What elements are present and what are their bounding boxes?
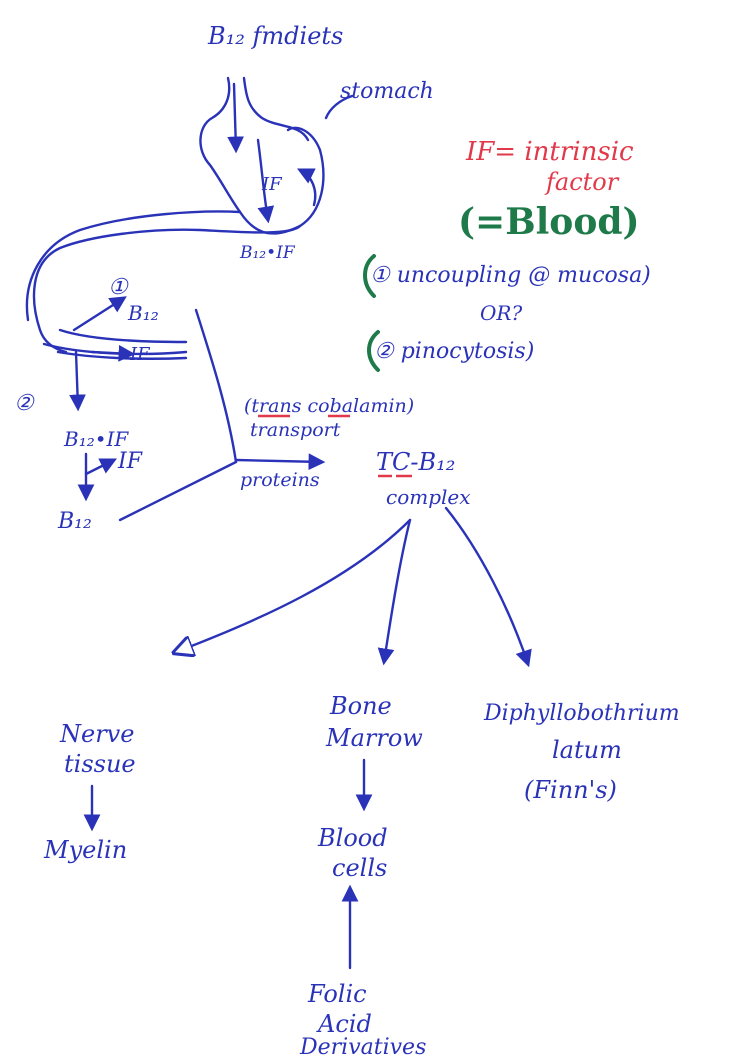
tissue-label: tissue: [64, 750, 136, 778]
if-label-low: IF: [117, 449, 143, 474]
b12-to-tc-line: [118, 460, 238, 522]
if-label-top: IF: [261, 174, 283, 195]
to-tc-complex-arrow: [234, 453, 326, 471]
step1-to-tc-line: [194, 308, 238, 464]
finns-label: (Finn's): [524, 776, 617, 804]
b12-label-low: B₁₂: [57, 509, 92, 534]
b12-diet-label: B₁₂ fmdiets: [207, 22, 343, 50]
myelin-label: Myelin: [43, 836, 127, 864]
if-definition-line1: IF= intrinsic: [465, 137, 634, 167]
step2-down-arrow: [69, 350, 86, 412]
transport-label: transport: [250, 419, 341, 441]
latum-label: latum: [552, 736, 622, 764]
to-nerve-arrow: [176, 518, 412, 652]
complex-label: complex: [386, 485, 471, 509]
tc-b12-label: TC-B₁₂: [376, 448, 455, 476]
step1-marker: ①: [108, 275, 129, 300]
diphyllo-label: Diphyllobothrium: [483, 701, 680, 726]
proteins-label: proteins: [240, 469, 320, 491]
cells-label: cells: [332, 854, 387, 882]
if-definition-line2: factor: [544, 168, 620, 196]
to-diphyllo-arrow: [444, 506, 532, 668]
or-note: OR?: [480, 301, 522, 325]
step1-arrow: [72, 296, 127, 332]
derivatives-label: Derivatives: [299, 1035, 426, 1058]
blood-note: (=Blood): [458, 201, 640, 243]
stomach-drawing: [25, 76, 354, 360]
option1-note: ① uncoupling @ mucosa): [370, 263, 651, 288]
acid-label: Acid: [316, 1010, 372, 1038]
bone-label: Bone: [329, 692, 392, 720]
option2-note: ② pinocytosis): [374, 339, 534, 364]
trans-cobalamin-label: (trans cobalamin): [244, 395, 414, 417]
step2-marker: ②: [14, 391, 35, 416]
if-release-arrow: [84, 458, 118, 476]
b12-if-label-low: B₁₂•IF: [63, 427, 129, 451]
b12-step1-label: B₁₂: [127, 301, 159, 325]
blood-label: Blood: [317, 824, 388, 852]
b12-if-label-top: B₁₂•IF: [239, 243, 296, 263]
nerve-label: Nerve: [59, 720, 134, 748]
marrow-label: Marrow: [325, 724, 423, 752]
folic-label: Folic: [307, 980, 367, 1008]
green-bracket-1: [363, 254, 376, 298]
stomach-label: stomach: [340, 79, 434, 104]
if-right-arrow: [90, 344, 136, 362]
to-marrow-arrow: [377, 518, 412, 666]
green-bracket-2: [367, 330, 380, 372]
